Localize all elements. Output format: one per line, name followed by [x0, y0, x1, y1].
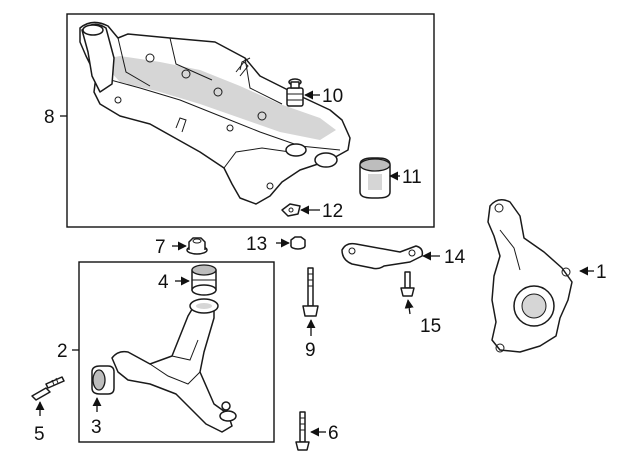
nut-part-13[interactable]	[290, 236, 306, 250]
callout-7: 7	[155, 237, 166, 258]
callout-15: 15	[420, 316, 441, 337]
callout-11: 11	[402, 167, 422, 188]
plate-part[interactable]	[281, 203, 301, 217]
callout-2: 2	[57, 341, 68, 362]
steering-knuckle-part[interactable]	[487, 199, 573, 353]
bracket-part[interactable]	[341, 242, 424, 270]
subframe-group-box	[66, 13, 435, 228]
callout-13: 13	[246, 234, 267, 255]
callout-5: 5	[34, 424, 45, 445]
callout-4: 4	[158, 272, 169, 293]
lower-control-arm-part[interactable]	[111, 298, 237, 433]
callout-1: 1	[596, 262, 607, 283]
callout-10: 10	[322, 86, 343, 107]
bolt-part-5[interactable]	[31, 376, 65, 401]
callout-12: 12	[322, 201, 343, 222]
front-bushing-part[interactable]	[91, 365, 115, 395]
callout-14: 14	[444, 247, 466, 268]
callout-3: 3	[91, 417, 102, 438]
bump-stop-part[interactable]	[286, 78, 304, 107]
bolt-part-6[interactable]	[295, 411, 310, 451]
subframe-bushing-part[interactable]	[359, 157, 391, 199]
flange-nut-part-7[interactable]	[186, 237, 208, 255]
bolt-part-15[interactable]	[400, 271, 415, 297]
bolt-part-9[interactable]	[302, 267, 319, 317]
callout-6: 6	[328, 423, 339, 444]
control-arm-group-box	[78, 261, 275, 443]
subframe-part[interactable]	[79, 21, 351, 205]
control-arm-bushing-part[interactable]	[191, 264, 217, 296]
callout-9: 9	[305, 340, 316, 361]
callout-8: 8	[44, 107, 55, 128]
